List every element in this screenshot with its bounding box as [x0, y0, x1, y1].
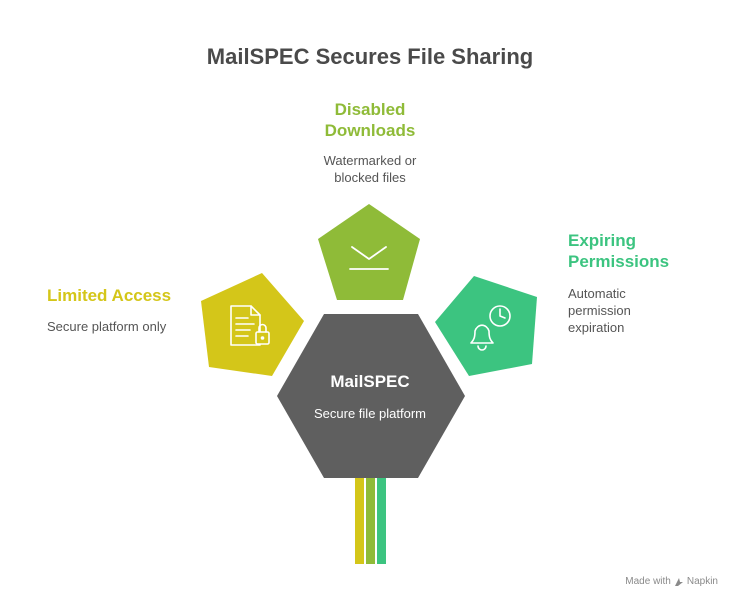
desc-limited-access: Secure platform only — [47, 319, 167, 334]
diagram-title: MailSPEC Secures File Sharing — [206, 44, 534, 69]
center-hexagon — [277, 314, 465, 478]
desc-disabled-downloads: Watermarked or blocked files — [300, 152, 440, 186]
stripe-teal — [377, 478, 386, 564]
desc-line: Automatic — [568, 286, 626, 301]
document-lock-icon — [230, 305, 270, 346]
bell-clock-icon — [470, 305, 511, 351]
stripe-green — [366, 478, 375, 564]
napkin-brand: Napkin — [686, 576, 718, 587]
desc-line: expiration — [568, 320, 625, 335]
made-with-footer[interactable]: Made with Napkin — [625, 576, 718, 587]
desc-line: blocked files — [334, 170, 406, 185]
napkin-logo-icon — [674, 577, 683, 586]
center-title: MailSPEC — [330, 372, 409, 391]
heading-line: Downloads — [324, 121, 416, 140]
download-tray-icon — [349, 246, 389, 270]
heading-disabled-downloads: Disabled Downloads — [300, 99, 440, 141]
heading-line: Expiring — [568, 231, 637, 250]
heading-line: Permissions — [568, 252, 670, 271]
made-with-label: Made with — [625, 576, 671, 587]
desc-line: permission — [568, 303, 631, 318]
pentagon-disabled-downloads — [318, 204, 420, 300]
stripe-yellow — [355, 478, 364, 564]
desc-expiring-permissions: Automatic permission expiration — [568, 285, 631, 336]
center-subtitle: Secure file platform — [314, 406, 426, 421]
heading-expiring-permissions: Expiring Permissions — [568, 230, 669, 272]
heading-limited-access: Limited Access — [47, 286, 172, 305]
heading-line: Disabled — [334, 100, 406, 119]
desc-line: Watermarked or — [323, 153, 417, 168]
